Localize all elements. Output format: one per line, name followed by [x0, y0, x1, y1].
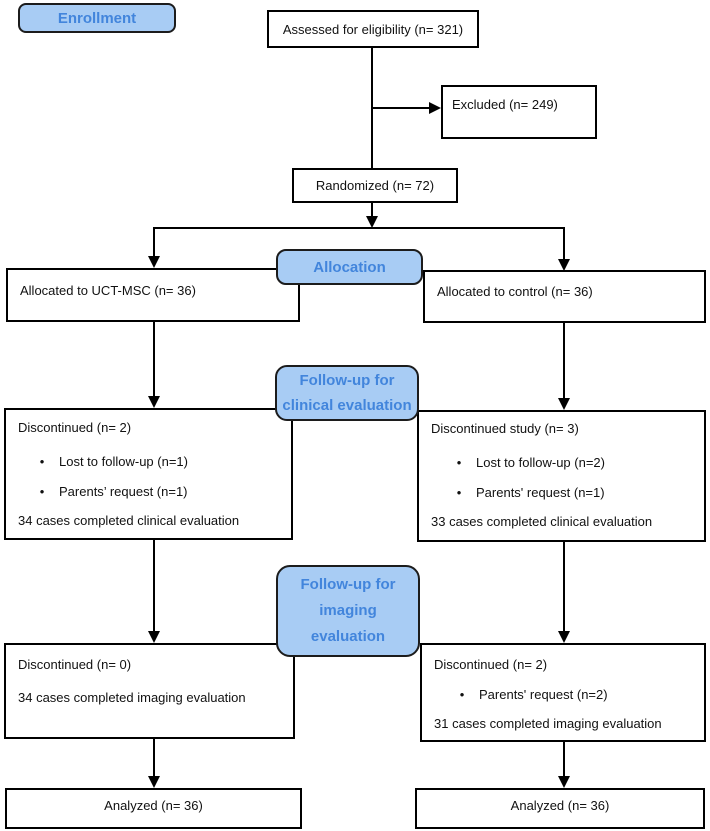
- arrowhead-clinical-right: [558, 398, 570, 410]
- arrowhead-analyzed-left: [148, 776, 160, 788]
- followup-clinical-line-2: clinical evaluation: [282, 397, 412, 414]
- list-item: • Parents' request (n=2): [454, 687, 608, 702]
- badge-followup-clinical: Follow-up for clinical evaluation: [275, 365, 419, 421]
- excluded-label: Excluded (n= 249): [452, 97, 558, 112]
- box-clinical-followup-left: Discontinued (n= 2) • Lost to follow-up …: [4, 408, 293, 540]
- connector-randomized-to-split: [371, 203, 373, 216]
- randomized-label: Randomized (n= 72): [315, 178, 435, 193]
- connector-clinical-to-imaging-right: [563, 542, 565, 631]
- arrowhead-imaging-left: [148, 631, 160, 643]
- badge-allocation: Allocation: [276, 249, 423, 285]
- list-item: • Parents' request (n=1): [451, 485, 605, 500]
- allocated-uct-msc-label: Allocated to UCT-MSC (n= 36): [20, 283, 196, 298]
- allocated-control-label: Allocated to control (n= 36): [437, 284, 593, 299]
- bullet-icon: •: [456, 485, 462, 500]
- box-excluded: Excluded (n= 249): [441, 85, 597, 139]
- imaging-left-title: Discontinued (n= 0): [18, 657, 132, 672]
- connector-imaging-to-analyzed-left: [153, 739, 155, 776]
- arrowhead-alloc-right: [558, 259, 570, 271]
- allocation-label: Allocation: [313, 258, 386, 276]
- imaging-left-footer: 34 cases completed imaging evaluation: [18, 690, 246, 705]
- followup-imaging-line-2: imaging: [319, 602, 377, 619]
- connector-to-excluded: [372, 107, 430, 109]
- arrowhead-imaging-right: [558, 631, 570, 643]
- followup-clinical-line-1: Follow-up for: [299, 372, 395, 389]
- arrowhead-split: [366, 216, 378, 228]
- connector-alloc-to-clinical-left: [153, 322, 155, 396]
- connector-split-horizontal: [153, 227, 565, 229]
- connector-split-to-alloc-left: [153, 227, 155, 256]
- followup-imaging-line-1: Follow-up for: [300, 576, 396, 593]
- connector-split-to-alloc-right: [563, 227, 565, 259]
- badge-enrollment: Enrollment: [18, 3, 176, 33]
- followup-imaging-line-3: evaluation: [310, 628, 386, 645]
- list-item: • Lost to follow-up (n=2): [451, 455, 605, 470]
- arrowhead-clinical-left: [148, 396, 160, 408]
- clinical-left-bullet-2: Parents’ request (n=1): [59, 484, 188, 499]
- box-analyzed-right: Analyzed (n= 36): [415, 788, 705, 829]
- box-imaging-followup-right: Discontinued (n= 2) • Parents' request (…: [420, 643, 706, 742]
- box-allocated-uct-msc: Allocated to UCT-MSC (n= 36): [6, 268, 300, 322]
- imaging-right-footer: 31 cases completed imaging evaluation: [434, 716, 662, 731]
- bullet-icon: •: [39, 484, 45, 499]
- clinical-left-title: Discontinued (n= 2): [18, 420, 132, 435]
- connector-imaging-to-analyzed-right: [563, 742, 565, 776]
- box-allocated-control: Allocated to control (n= 36): [423, 270, 706, 323]
- box-clinical-followup-right: Discontinued study (n= 3) • Lost to foll…: [417, 410, 706, 542]
- arrowhead-alloc-left: [148, 256, 160, 268]
- assessed-label: Assessed for eligibility (n= 321): [282, 21, 464, 37]
- connector-alloc-to-clinical-right: [563, 322, 565, 398]
- box-randomized: Randomized (n= 72): [292, 168, 458, 203]
- box-analyzed-left: Analyzed (n= 36): [5, 788, 302, 829]
- arrowhead-analyzed-right: [558, 776, 570, 788]
- analyzed-left-label: Analyzed (n= 36): [104, 798, 203, 813]
- badge-followup-imaging: Follow-up for imaging evaluation: [276, 565, 420, 657]
- bullet-icon: •: [39, 454, 45, 469]
- analyzed-right-label: Analyzed (n= 36): [510, 798, 610, 813]
- arrowhead-excluded: [429, 102, 441, 114]
- clinical-right-bullet-2: Parents' request (n=1): [476, 485, 605, 500]
- clinical-right-footer: 33 cases completed clinical evaluation: [431, 514, 653, 529]
- bullet-icon: •: [456, 455, 462, 470]
- clinical-left-footer: 34 cases completed clinical evaluation: [18, 513, 240, 528]
- list-item: • Parents’ request (n=1): [34, 484, 188, 499]
- connector-clinical-to-imaging-left: [153, 540, 155, 631]
- clinical-right-bullet-1: Lost to follow-up (n=2): [476, 455, 605, 470]
- enrollment-label: Enrollment: [57, 9, 137, 27]
- imaging-right-title: Discontinued (n= 2): [434, 657, 548, 672]
- clinical-left-bullet-1: Lost to follow-up (n=1): [59, 454, 188, 469]
- clinical-right-title: Discontinued study (n= 3): [431, 421, 579, 436]
- list-item: • Lost to follow-up (n=1): [34, 454, 188, 469]
- imaging-right-bullet-1: Parents' request (n=2): [479, 687, 608, 702]
- box-imaging-followup-left: Discontinued (n= 0) 34 cases completed i…: [4, 643, 295, 739]
- bullet-icon: •: [459, 687, 465, 702]
- box-assessed-eligibility: Assessed for eligibility (n= 321): [267, 10, 479, 48]
